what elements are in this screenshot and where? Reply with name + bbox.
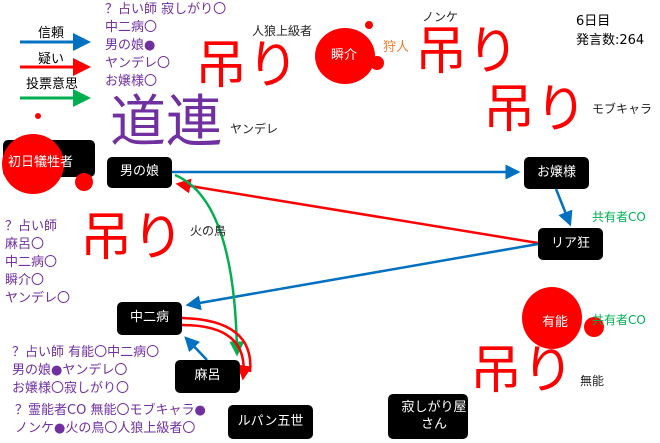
seer-line: 男の娘●ヤンデレ〇 (12, 363, 128, 378)
node-maro[interactable]: 麻呂 (175, 360, 240, 393)
arrow-riakyou-otokonoko (175, 178, 539, 245)
share-co-label: 共有者CO (592, 210, 646, 224)
dead-label-nonke: ノンケ (422, 10, 459, 24)
seer-results-bottom: ？占い師 有能〇中二病〇 男の娘●ヤンデレ〇 お嬢様〇寂しがり〇 (12, 344, 159, 398)
seer-line: 麻呂〇 (5, 237, 45, 252)
tsuri-mark: 吊り (80, 208, 185, 268)
node-ojousama[interactable]: お嬢様 (524, 157, 589, 189)
node-shunsuke[interactable]: 瞬介 (331, 48, 358, 63)
node-shonichi-label: 初日犠牲者 (8, 155, 74, 170)
node-lupin[interactable]: ルパン五世 (228, 405, 313, 439)
seer-line: 中二病〇 (5, 255, 58, 270)
seer-line: お嬢様〇 (105, 74, 158, 89)
dead-label-mob: モブキャラ (592, 102, 653, 116)
seer-results-top: ？占い師 寂しがり〇 中二病〇 男の娘● ヤンデレ〇 お嬢様〇 (105, 1, 226, 91)
tsuri-mark: 吊り (483, 80, 588, 140)
seer-line: 瞬介〇 (5, 273, 45, 288)
seer-results-left: ？占い師 麻呂〇 中二病〇 瞬介〇 ヤンデレ〇 (5, 218, 70, 308)
day-counter: 6日目 (576, 14, 611, 29)
seer-line: お嬢様〇寂しがり〇 (12, 381, 130, 396)
legend-vote-label: 投票意思 (26, 77, 79, 92)
arrow-chuunibyou-maro-1 (181, 316, 252, 373)
seer-line: 中二病〇 (105, 20, 158, 35)
arrow-maro-chuunibyou (184, 336, 208, 361)
seer-line: ？占い師 (5, 219, 58, 234)
tsuri-mark: 吊り (195, 36, 300, 96)
legend-doubt-label: 疑い (38, 52, 65, 67)
arrow-otokonoko-maro-vote (174, 173, 245, 357)
seer-line: ヤンデレ〇 (5, 291, 71, 306)
dead-label-munou: 無能 (580, 374, 605, 388)
arrow-chuunibyou-maro-2 (181, 323, 253, 381)
hunter-label: 狩人 (383, 40, 410, 55)
game-status: 6日目 発言数:264 (576, 12, 644, 50)
dead-label-yandere: ヤンデレ (230, 122, 279, 136)
seer-line: ？占い師 有能〇中二病〇 (12, 345, 160, 360)
share-co-label: 共有者CO (592, 313, 646, 327)
node-sabishigari[interactable]: 寂しがり屋さん (388, 394, 468, 439)
arrow-ojousama-riakyou (554, 188, 573, 227)
node-yuunou[interactable]: 有能 (542, 315, 569, 330)
medium-results: ？霊能者CO 無能〇モブキャラ● ノンケ●火の鳥〇人狼上級者〇 (15, 402, 206, 438)
legend-trust-label: 信頼 (38, 26, 65, 41)
tsuri-mark: 吊り (415, 22, 520, 82)
node-chuunibyou[interactable]: 中二病 (117, 302, 182, 335)
medium-line: ノンケ●火の鳥〇人狼上級者〇 (15, 421, 196, 436)
post-count: 発言数:264 (576, 33, 645, 48)
blood-splatter (0, 113, 95, 198)
blood-splatter (518, 285, 604, 355)
seer-line: 男の娘● (105, 38, 156, 53)
arrow-riakyou-chuunibyou (185, 242, 539, 311)
blood-splatter (305, 16, 385, 86)
seer-line: ヤンデレ〇 (105, 56, 171, 71)
dead-label-hinotori: 火の鳥 (190, 224, 227, 238)
michizure-mark: 道連 (110, 90, 222, 155)
node-otokonoko[interactable]: 男の娘 (107, 157, 172, 188)
node-riakyou[interactable]: リア狂 (538, 228, 603, 260)
medium-line: ？霊能者CO 無能〇モブキャラ● (15, 403, 206, 418)
tsuri-mark: 吊り (470, 341, 575, 401)
seer-line: ？占い師 寂しがり〇 (105, 2, 227, 17)
dead-label-jinrou: 人狼上級者 (252, 24, 313, 38)
